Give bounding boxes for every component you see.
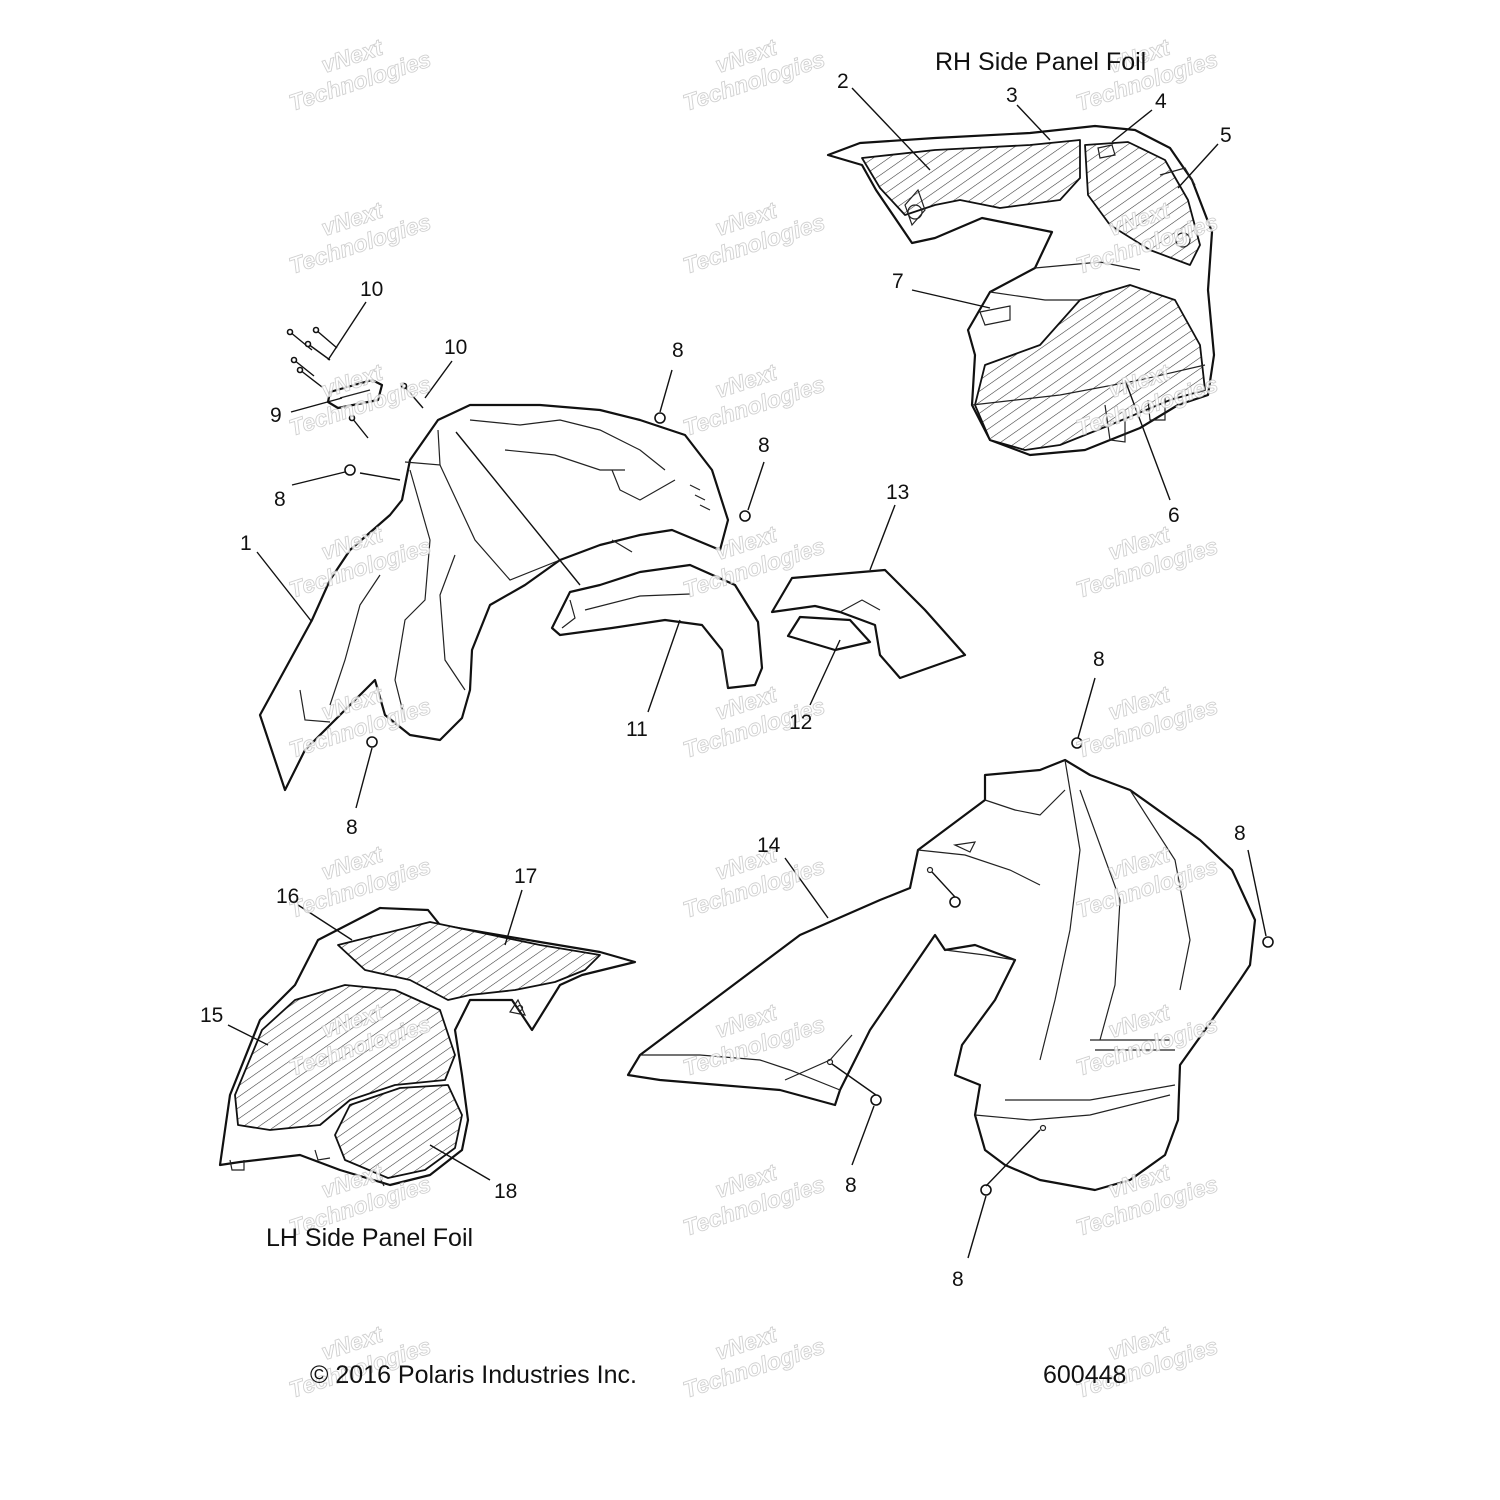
callout-8: 8 xyxy=(1234,822,1246,845)
air-duct xyxy=(550,563,764,690)
callout-2: 2 xyxy=(837,70,849,93)
lh-panel-caption: LH Side Panel Foil xyxy=(266,1224,473,1252)
duct xyxy=(550,563,764,690)
callout-10: 10 xyxy=(360,278,383,301)
rh-side-panel-assembly xyxy=(826,124,1216,457)
callout-1: 1 xyxy=(240,532,252,555)
callout-17: 17 xyxy=(514,865,537,888)
foam-sheet xyxy=(770,568,967,680)
leader-lines xyxy=(227,87,1267,1259)
callout-15: 15 xyxy=(200,1004,223,1027)
side-panel-14 xyxy=(626,758,1257,1192)
callout-11: 11 xyxy=(626,718,648,741)
hood-panel xyxy=(258,403,730,792)
callout-8: 8 xyxy=(758,434,770,457)
lh-side-panel-assembly xyxy=(218,906,637,1187)
callout-7: 7 xyxy=(892,270,904,293)
callout-8: 8 xyxy=(845,1174,857,1197)
callout-16: 16 xyxy=(276,885,299,908)
foam-strip xyxy=(786,615,872,652)
rh-panel-caption: RH Side Panel Foil xyxy=(935,48,1146,76)
copyright-text: © 2016 Polaris Industries Inc. xyxy=(310,1361,637,1389)
lh-foil-front xyxy=(234,984,456,1131)
callout-8: 8 xyxy=(1093,648,1105,671)
callout-labels: 1 2 3 4 5 6 7 8 8 8 8 8 8 8 8 9 10 10 11… xyxy=(200,70,1246,1291)
rh-side-panel-lower xyxy=(626,758,1257,1192)
callout-8: 8 xyxy=(274,488,286,511)
lh-foil-lower xyxy=(334,1084,463,1179)
hood-assembly xyxy=(258,403,730,792)
bracket-and-rivets xyxy=(286,326,424,439)
callout-8: 8 xyxy=(346,816,358,839)
fasteners xyxy=(344,412,1274,1196)
lh-foil-upper xyxy=(337,921,601,1001)
rh-foil-nose xyxy=(1084,141,1201,266)
callout-10: 10 xyxy=(444,336,467,359)
callout-3: 3 xyxy=(1006,84,1018,107)
callout-12: 12 xyxy=(789,711,812,734)
rh-foil-lower xyxy=(974,284,1206,451)
callout-5: 5 xyxy=(1220,124,1232,147)
callout-8: 8 xyxy=(952,1268,964,1291)
callout-8: 8 xyxy=(672,339,684,362)
callout-4: 4 xyxy=(1155,90,1167,113)
callout-9: 9 xyxy=(270,404,282,427)
drawing-number: 600448 xyxy=(1043,1361,1126,1389)
foam-pieces xyxy=(770,568,967,680)
callout-14: 14 xyxy=(757,834,781,857)
callout-13: 13 xyxy=(886,481,909,504)
callout-6: 6 xyxy=(1168,504,1180,527)
rh-foil-upper xyxy=(861,139,1081,216)
callout-18: 18 xyxy=(494,1180,517,1203)
